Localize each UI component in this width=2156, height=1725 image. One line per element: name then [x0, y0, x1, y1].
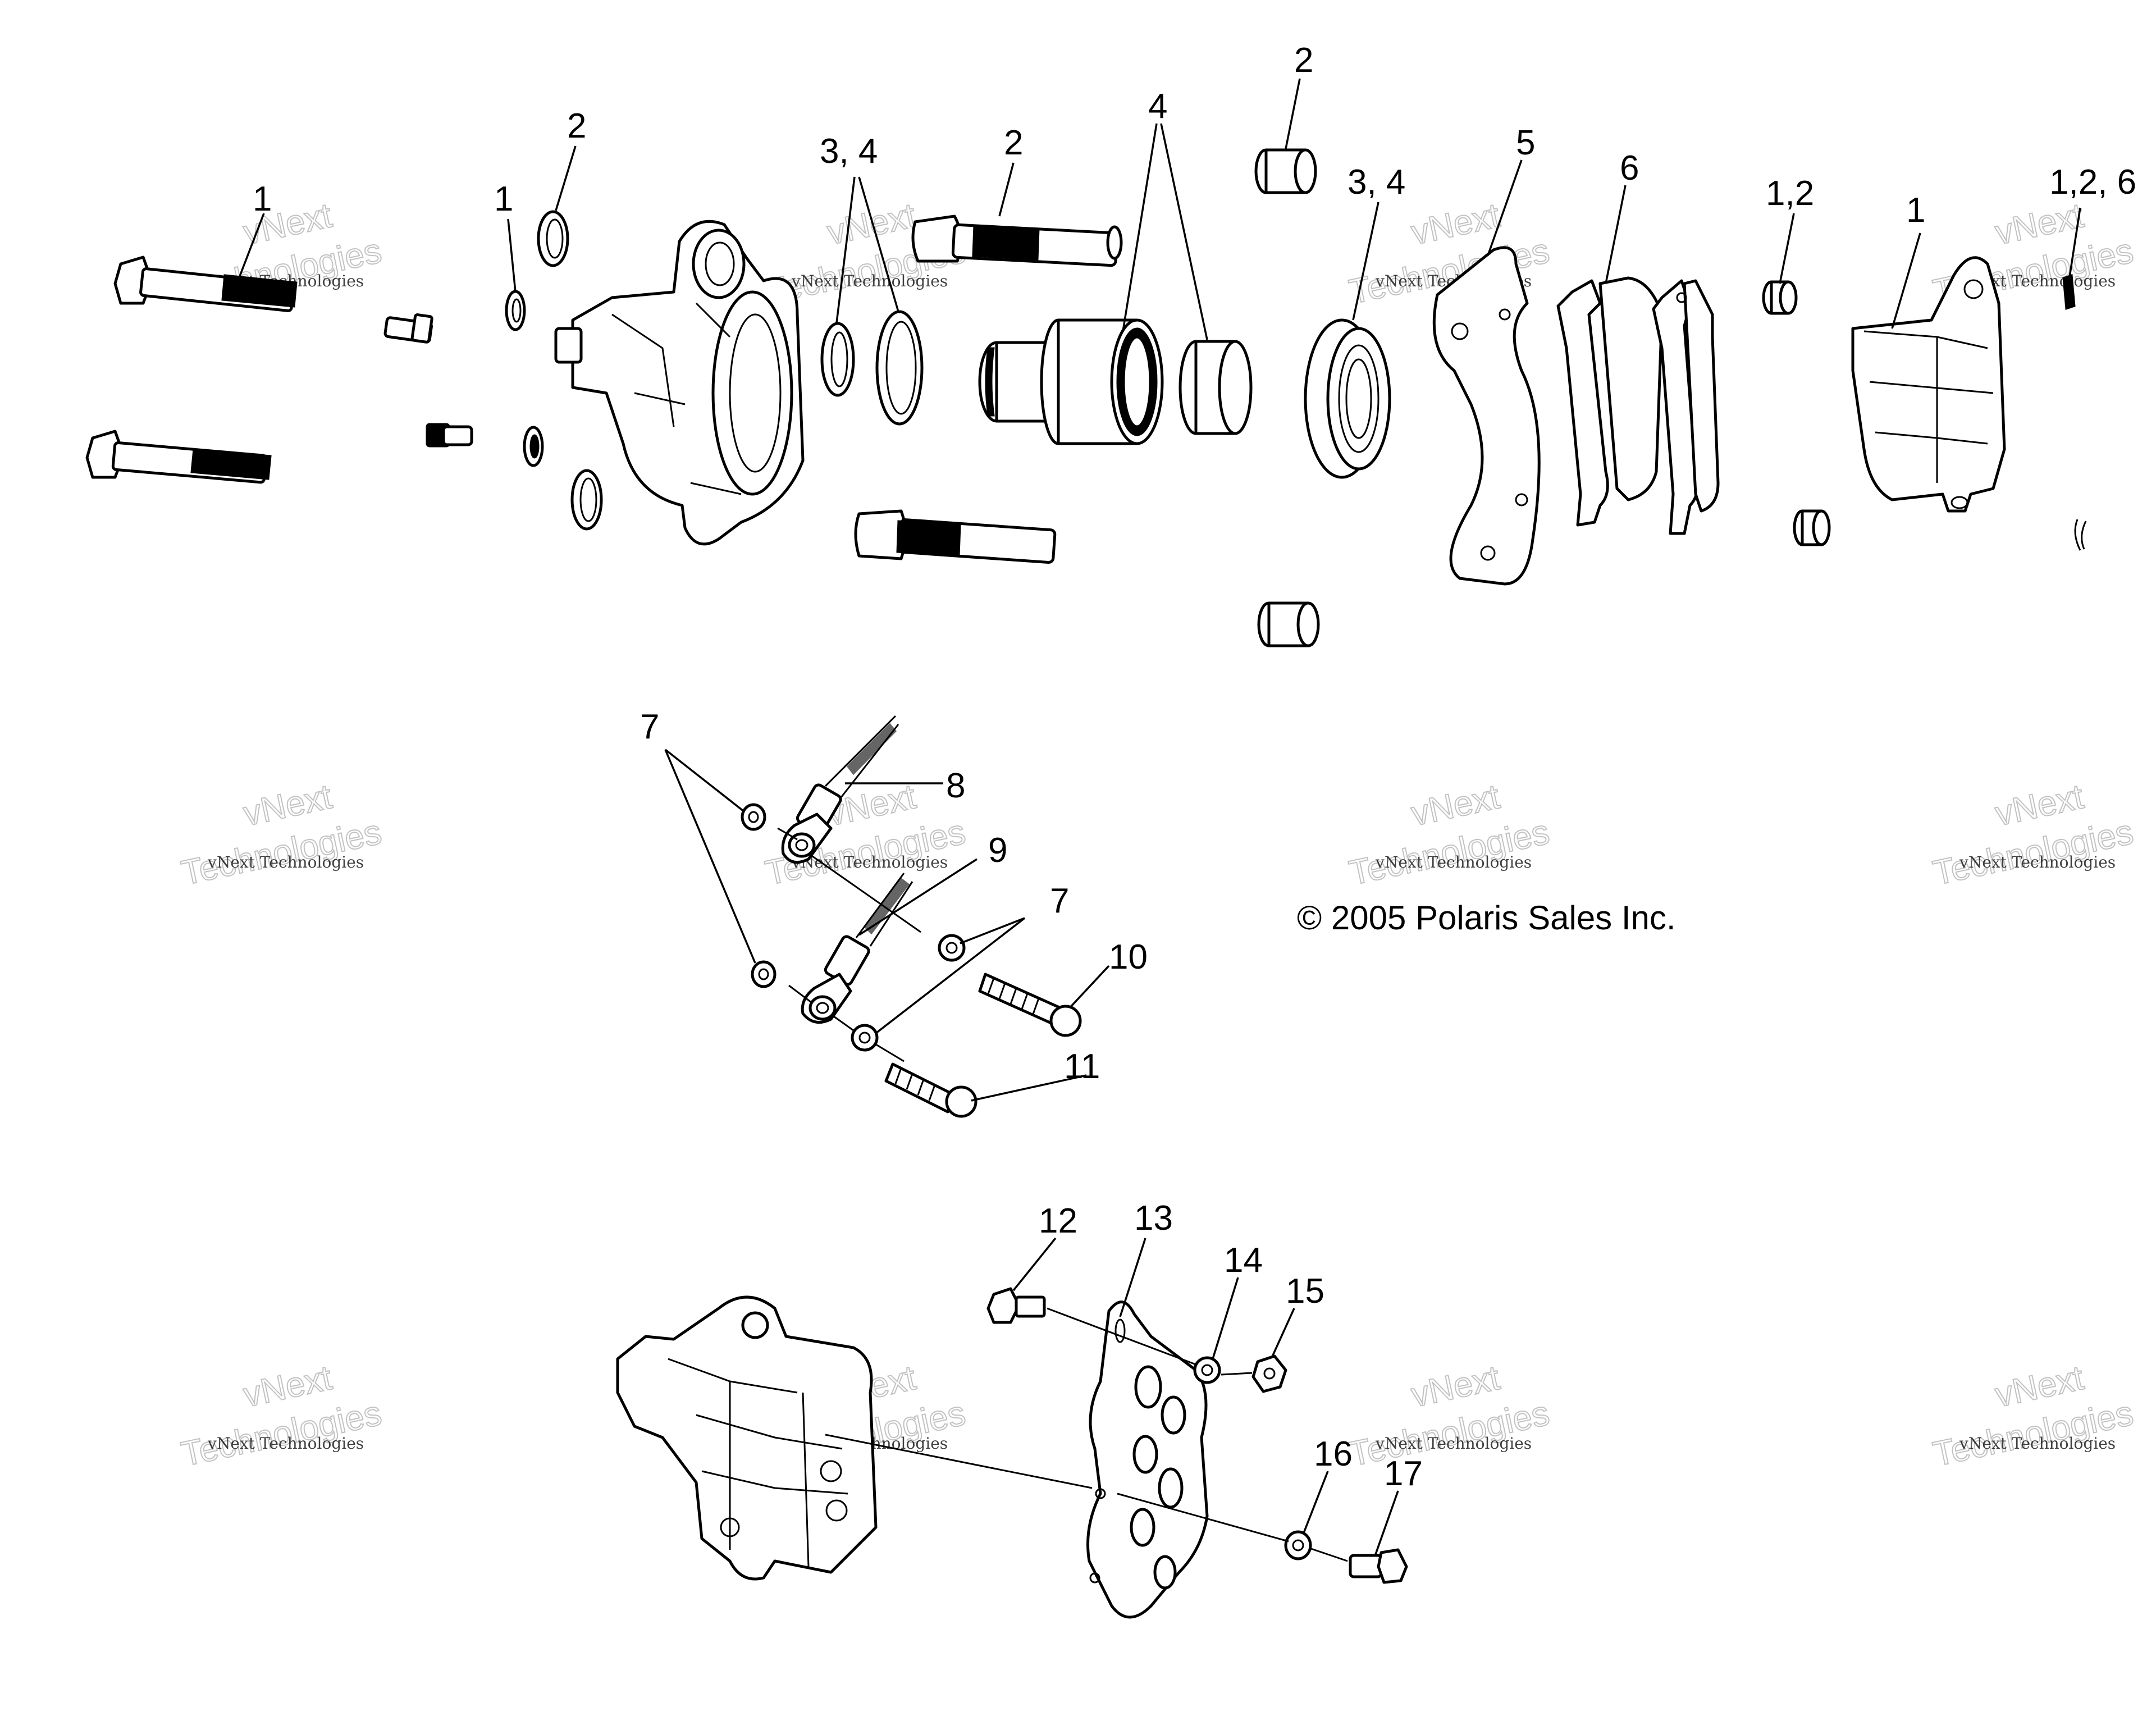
svg-text:vNext Technologies: vNext Technologies: [1959, 853, 2116, 871]
callout-2: 2: [1294, 41, 1313, 80]
svg-text:vNext Technologies: vNext Technologies: [791, 272, 948, 290]
watermark: vNext Technologies vNext Technologies: [1929, 777, 2137, 893]
callout-8: 8: [946, 766, 965, 805]
callout-2: 2: [567, 107, 586, 145]
callouts: 1 2 1 3, 4 2 4 2 3, 4 5 6 1,2 1 1,2, 6 7…: [253, 41, 2136, 1493]
crush-washer: [851, 1024, 879, 1052]
callout-12: 12: [1039, 1202, 1077, 1240]
callout-1: 1: [253, 180, 272, 218]
svg-text:vNext Technologies: vNext Technologies: [207, 853, 364, 871]
callout-7: 7: [640, 708, 659, 746]
piston-seal-large: [875, 310, 924, 426]
pad-clip-lower: [2074, 519, 2087, 551]
washer-14: [1193, 1356, 1221, 1384]
nut-15: [1251, 1354, 1287, 1393]
assembly-line: [777, 827, 921, 1062]
small-bushing-lower: [1793, 509, 1831, 546]
callout-10: 10: [1109, 938, 1148, 976]
callout-7: 7: [1050, 882, 1069, 920]
svg-text:vNext Technologies: vNext Technologies: [1959, 1434, 2116, 1453]
crush-washer: [751, 960, 776, 988]
callout-1: 1: [494, 180, 513, 218]
caliper-assembly: [616, 1295, 878, 1581]
bushing-lower: [1257, 601, 1320, 647]
bolt-17: [1349, 1548, 1408, 1584]
leader-lines: [235, 78, 2081, 1555]
bleeder-screw-lower: [426, 423, 473, 448]
caliper-housing-outer: [1851, 256, 2006, 513]
crush-washer: [741, 803, 766, 831]
piston-seal-cup: [1304, 318, 1391, 479]
washer-16: [1284, 1530, 1312, 1560]
bleeder-screw-upper: [383, 313, 433, 344]
callout-3-4: 3, 4: [1347, 163, 1405, 202]
callout-2: 2: [1004, 124, 1023, 162]
bushing-upper: [1254, 148, 1317, 194]
callout-1-2-6: 1,2, 6: [2049, 163, 2136, 202]
svg-text:vNext Technologies: vNext Technologies: [1375, 1434, 1532, 1453]
caliper-bolt-upper: [113, 255, 298, 312]
callout-4: 4: [1148, 87, 1167, 126]
brake-pad-inner: [1556, 276, 1664, 527]
copyright-notice: © 2005 Polaris Sales Inc.: [1297, 899, 1676, 937]
guide-pin-upper: [911, 215, 1123, 267]
callout-14: 14: [1224, 1241, 1263, 1280]
brake-hose-lower: [801, 873, 913, 1024]
guide-pin-lower: [854, 509, 1057, 564]
watermark: vNext Technologies vNext Technologies: [1345, 777, 1553, 893]
banjo-bolt-lower: [884, 1062, 977, 1118]
assembly-line: [825, 1307, 1348, 1562]
heat-shield-plate: [1086, 1300, 1209, 1619]
callout-16: 16: [1314, 1435, 1353, 1473]
callout-1: 1: [1906, 191, 1925, 230]
caliper-piston: [978, 318, 1164, 445]
brake-pad-outer: [1652, 279, 1720, 535]
piston-boot: [1179, 340, 1253, 435]
watermark: vNext Technologies vNext Technologies: [177, 777, 385, 893]
watermark: vNext Technologies vNext Technologies: [1929, 1358, 2137, 1475]
svg-text:vNext Technologies: vNext Technologies: [791, 853, 948, 871]
callout-1-2: 1,2: [1766, 174, 1814, 213]
svg-text:vNext Technologies: vNext Technologies: [1375, 853, 1532, 871]
piston-seal-small: [820, 322, 855, 397]
caliper-bolt-lower: [85, 430, 272, 484]
watermark: vNext Technologies vNext Technologies: [1345, 1358, 1553, 1475]
bracket-bolt-12: [986, 1287, 1046, 1324]
callout-17: 17: [1384, 1454, 1423, 1493]
caliper-housing-inner: [554, 220, 805, 546]
callout-5: 5: [1516, 124, 1535, 162]
callout-3-4: 3, 4: [820, 132, 878, 171]
callout-6: 6: [1620, 149, 1639, 188]
crush-washer: [938, 934, 966, 962]
watermark: vNext Technologies vNext Technologies: [177, 1358, 385, 1475]
callout-11: 11: [1064, 1047, 1100, 1086]
caliper-bracket: [1432, 246, 1541, 586]
callout-13: 13: [1134, 1199, 1173, 1238]
small-bushing-upper: [1762, 280, 1798, 315]
callout-9: 9: [988, 831, 1007, 870]
banjo-bolt-upper: [978, 973, 1082, 1037]
callout-15: 15: [1286, 1272, 1324, 1311]
o-ring: [505, 290, 526, 331]
svg-text:vNext Technologies: vNext Technologies: [207, 1434, 364, 1453]
